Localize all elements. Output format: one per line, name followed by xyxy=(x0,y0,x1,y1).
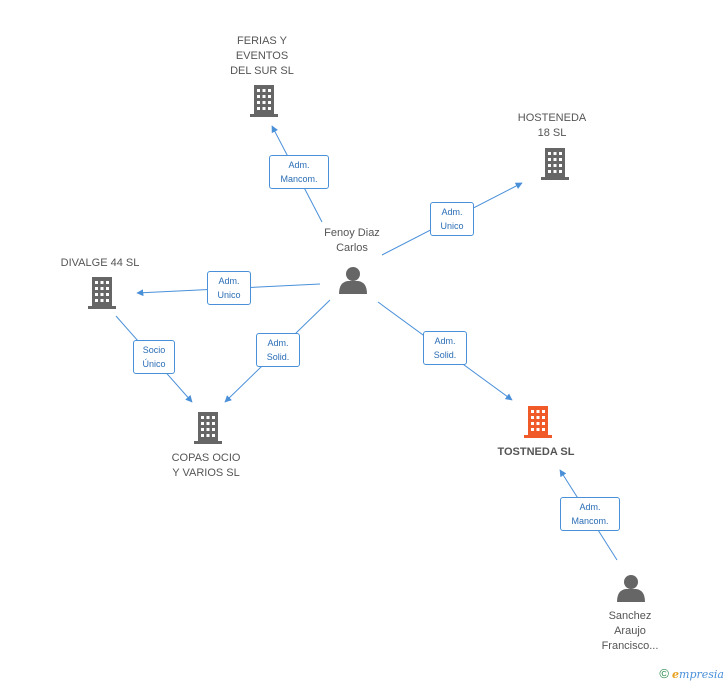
node-label-divalge[interactable]: DIVALGE 44 SL xyxy=(60,257,140,269)
edge-label-divalge-copas[interactable]: Socio Único xyxy=(133,340,175,374)
building-icon-divalge[interactable] xyxy=(88,277,116,309)
node-label-hosteneda[interactable]: HOSTENEDA 18 SL xyxy=(517,112,587,139)
node-label-tostneda[interactable]: TOSTNEDA SL xyxy=(497,446,575,458)
edge-label-fenoy-tostneda[interactable]: Adm. Solid. xyxy=(423,331,467,365)
person-icon-fenoy[interactable] xyxy=(339,267,367,294)
building-icon-hosteneda[interactable] xyxy=(541,148,569,180)
edge-label-fenoy-hosteneda[interactable]: Adm. Unico xyxy=(430,202,474,236)
edge-label-fenoy-divalge[interactable]: Adm. Unico xyxy=(207,271,251,305)
footer-brand: © empresia xyxy=(659,666,724,681)
edge-label-fenoy-ferias[interactable]: Adm. Mancom. xyxy=(269,155,329,189)
building-icon-tostneda[interactable] xyxy=(524,406,552,438)
node-label-ferias[interactable]: FERIAS Y EVENTOS DEL SUR SL xyxy=(230,35,294,77)
brand-logo-e: e xyxy=(672,668,680,681)
copyright-icon: © xyxy=(659,666,669,681)
edge-label-fenoy-copas[interactable]: Adm. Solid. xyxy=(256,333,300,367)
person-icon-sanchez[interactable] xyxy=(617,575,645,602)
node-label-copas[interactable]: COPAS OCIO Y VARIOS SL xyxy=(171,452,241,479)
edge-label-sanchez-tostneda[interactable]: Adm. Mancom. xyxy=(560,497,620,531)
node-label-fenoy[interactable]: Fenoy Diaz Carlos xyxy=(324,227,380,254)
node-label-sanchez[interactable]: Sanchez Araujo Francisco... xyxy=(601,610,659,652)
building-icon-copas[interactable] xyxy=(194,412,222,444)
brand-logo-text: mpresia xyxy=(679,668,724,681)
building-icon-ferias[interactable] xyxy=(250,85,278,117)
